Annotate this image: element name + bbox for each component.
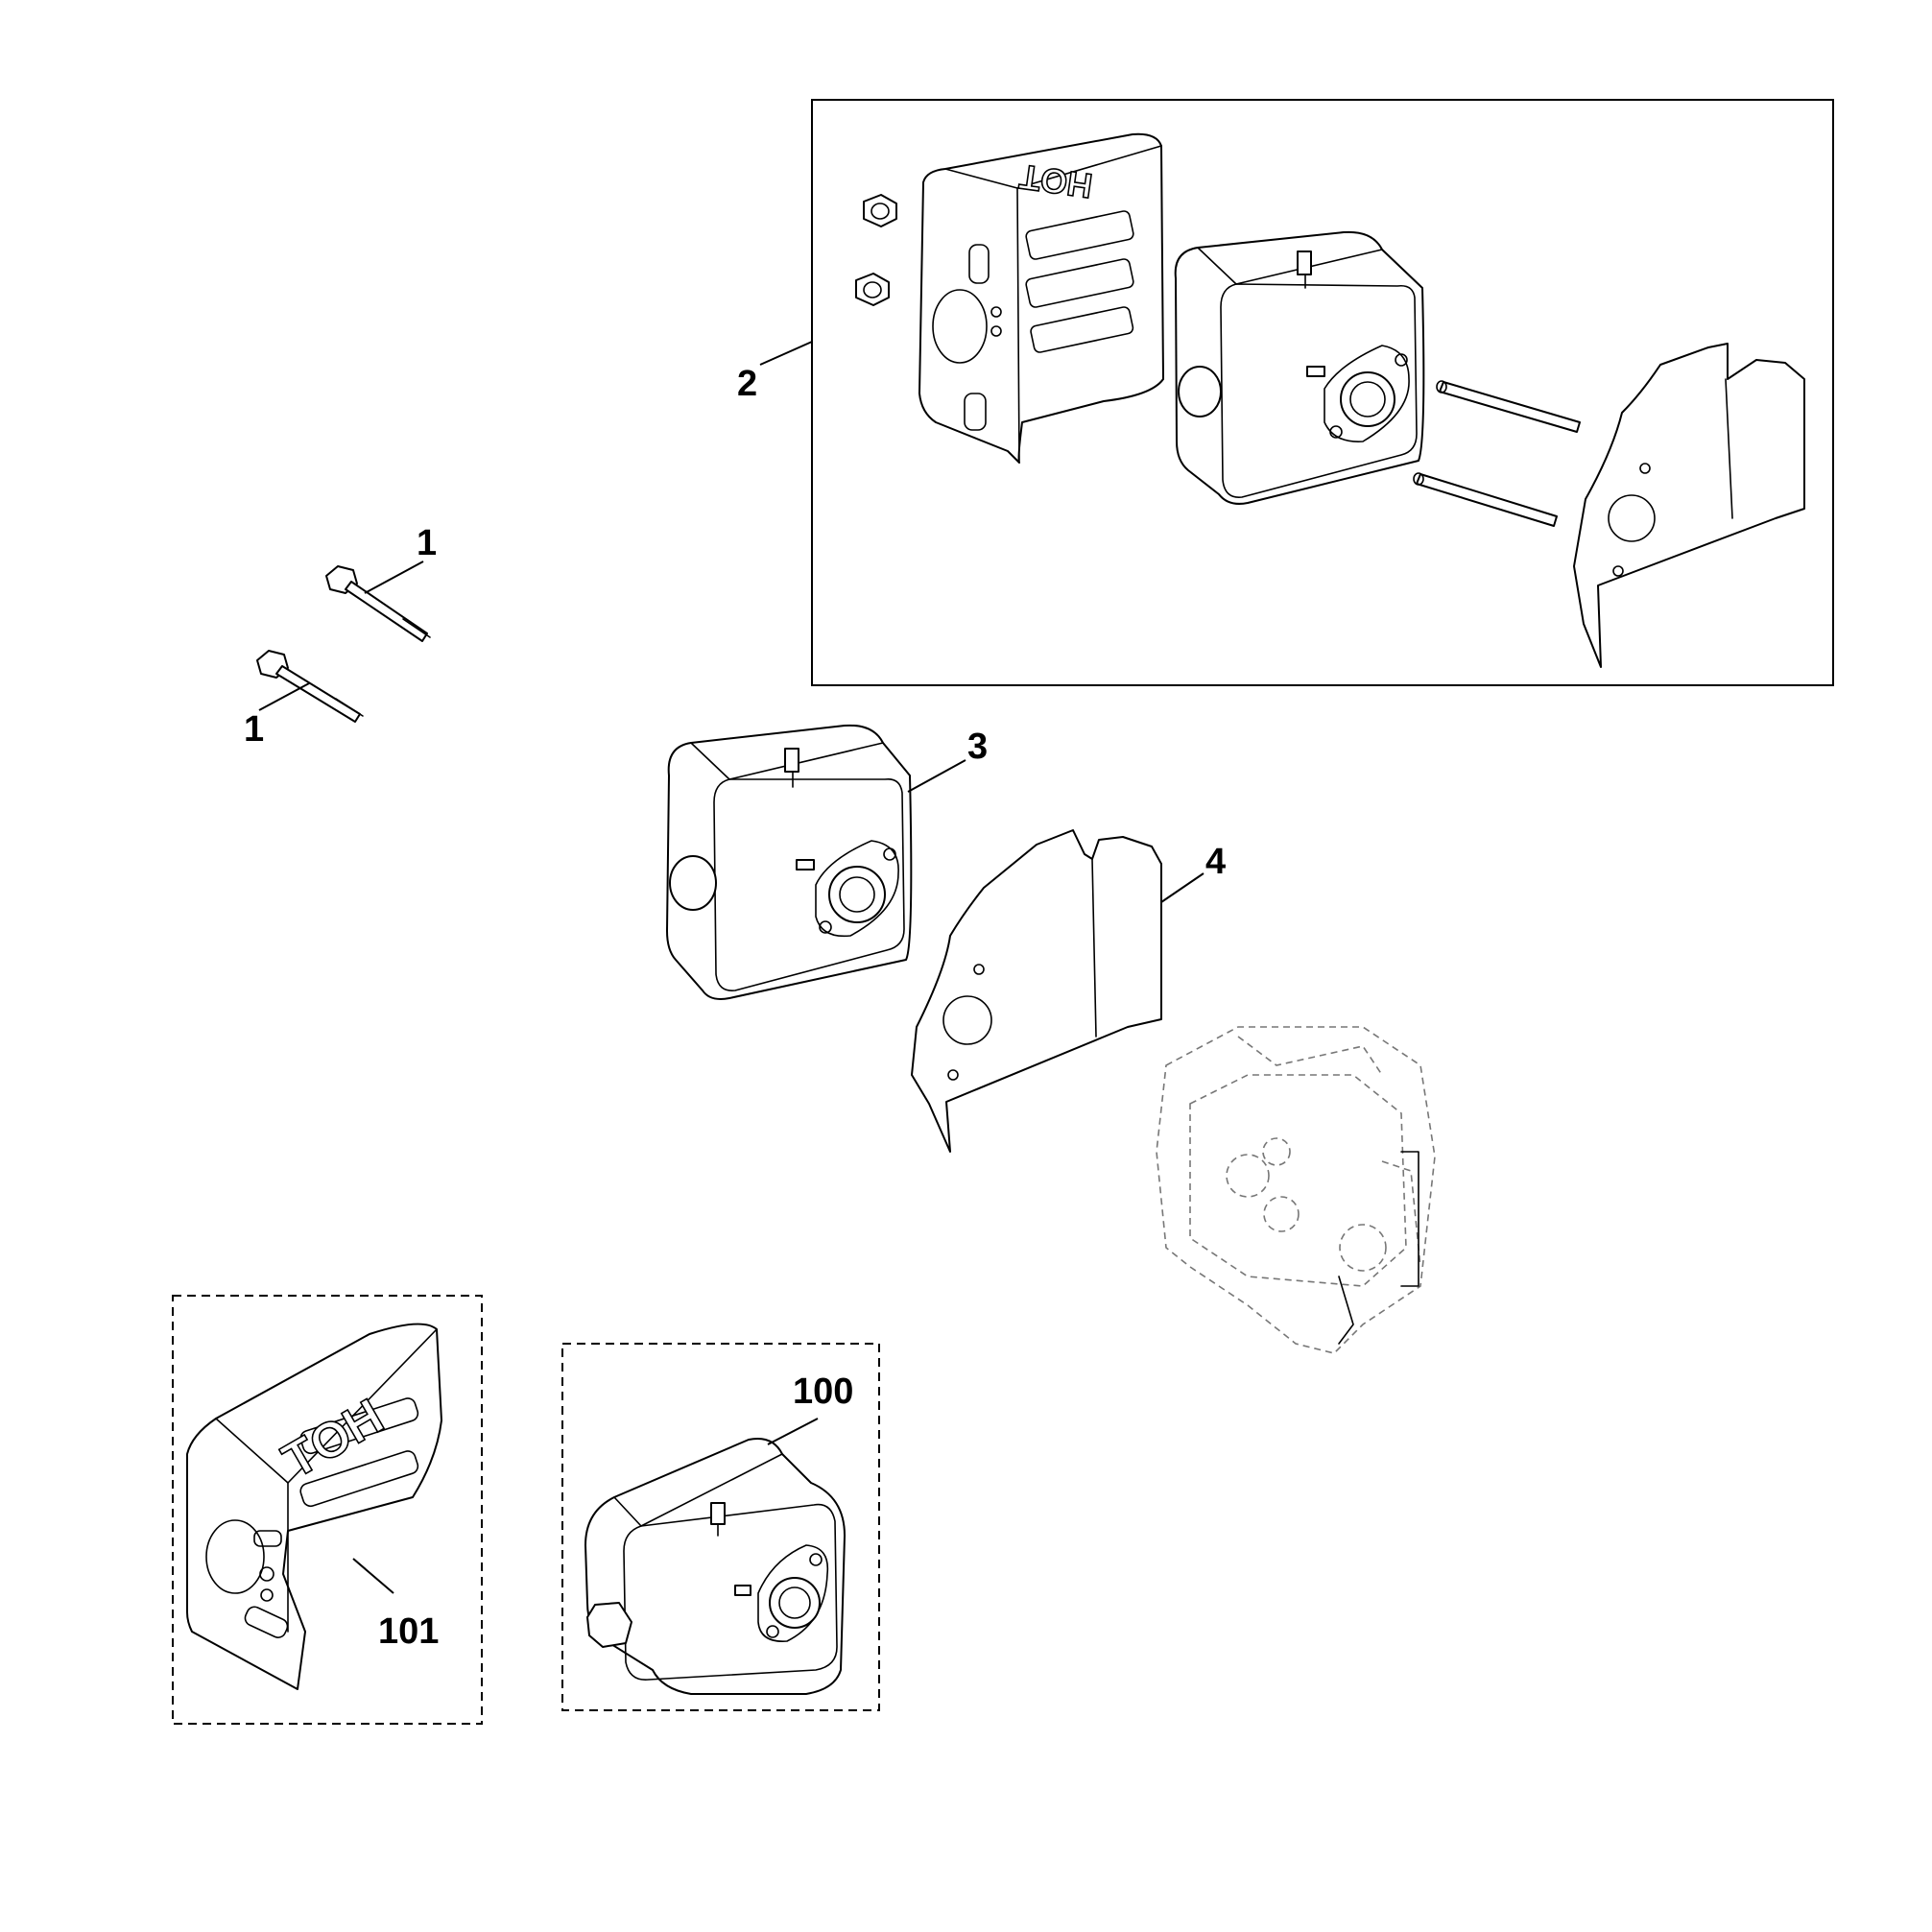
leader-line xyxy=(1160,872,1205,903)
callout-101: 101 xyxy=(378,1611,439,1652)
leader-line xyxy=(907,759,966,793)
nut-icon xyxy=(863,194,897,227)
stud-icon xyxy=(1436,380,1581,433)
callout-2: 2 xyxy=(737,364,757,404)
leader-line xyxy=(364,561,424,594)
muffler-icon xyxy=(666,724,913,1000)
option-101-frame xyxy=(172,1295,483,1725)
leader-line xyxy=(352,1558,394,1594)
muffler-guard-icon: HOT xyxy=(918,132,1164,464)
engine-block-icon xyxy=(1156,1026,1436,1354)
bolt-icon xyxy=(325,565,431,642)
leader-line xyxy=(759,341,813,366)
callout-1-upper: 1 xyxy=(417,523,437,563)
stud-icon xyxy=(1413,472,1558,527)
kit-frame xyxy=(811,99,1834,686)
hot-stamp: HOT xyxy=(1017,156,1095,205)
muffler-icon xyxy=(1174,230,1425,505)
muffler-guard-icon: HOT xyxy=(186,1323,442,1690)
callout-100: 100 xyxy=(793,1371,853,1412)
nut-icon xyxy=(855,273,890,306)
gasket-icon xyxy=(911,829,1162,1153)
callout-3: 3 xyxy=(967,727,988,767)
muffler-icon xyxy=(584,1438,846,1695)
gasket-icon xyxy=(1573,343,1805,668)
callout-1-lower: 1 xyxy=(244,709,264,750)
option-100-frame xyxy=(561,1343,880,1711)
leader-line xyxy=(767,1418,819,1445)
bolt-icon xyxy=(256,650,364,723)
callout-4: 4 xyxy=(1205,842,1226,882)
leader-line xyxy=(258,682,310,711)
